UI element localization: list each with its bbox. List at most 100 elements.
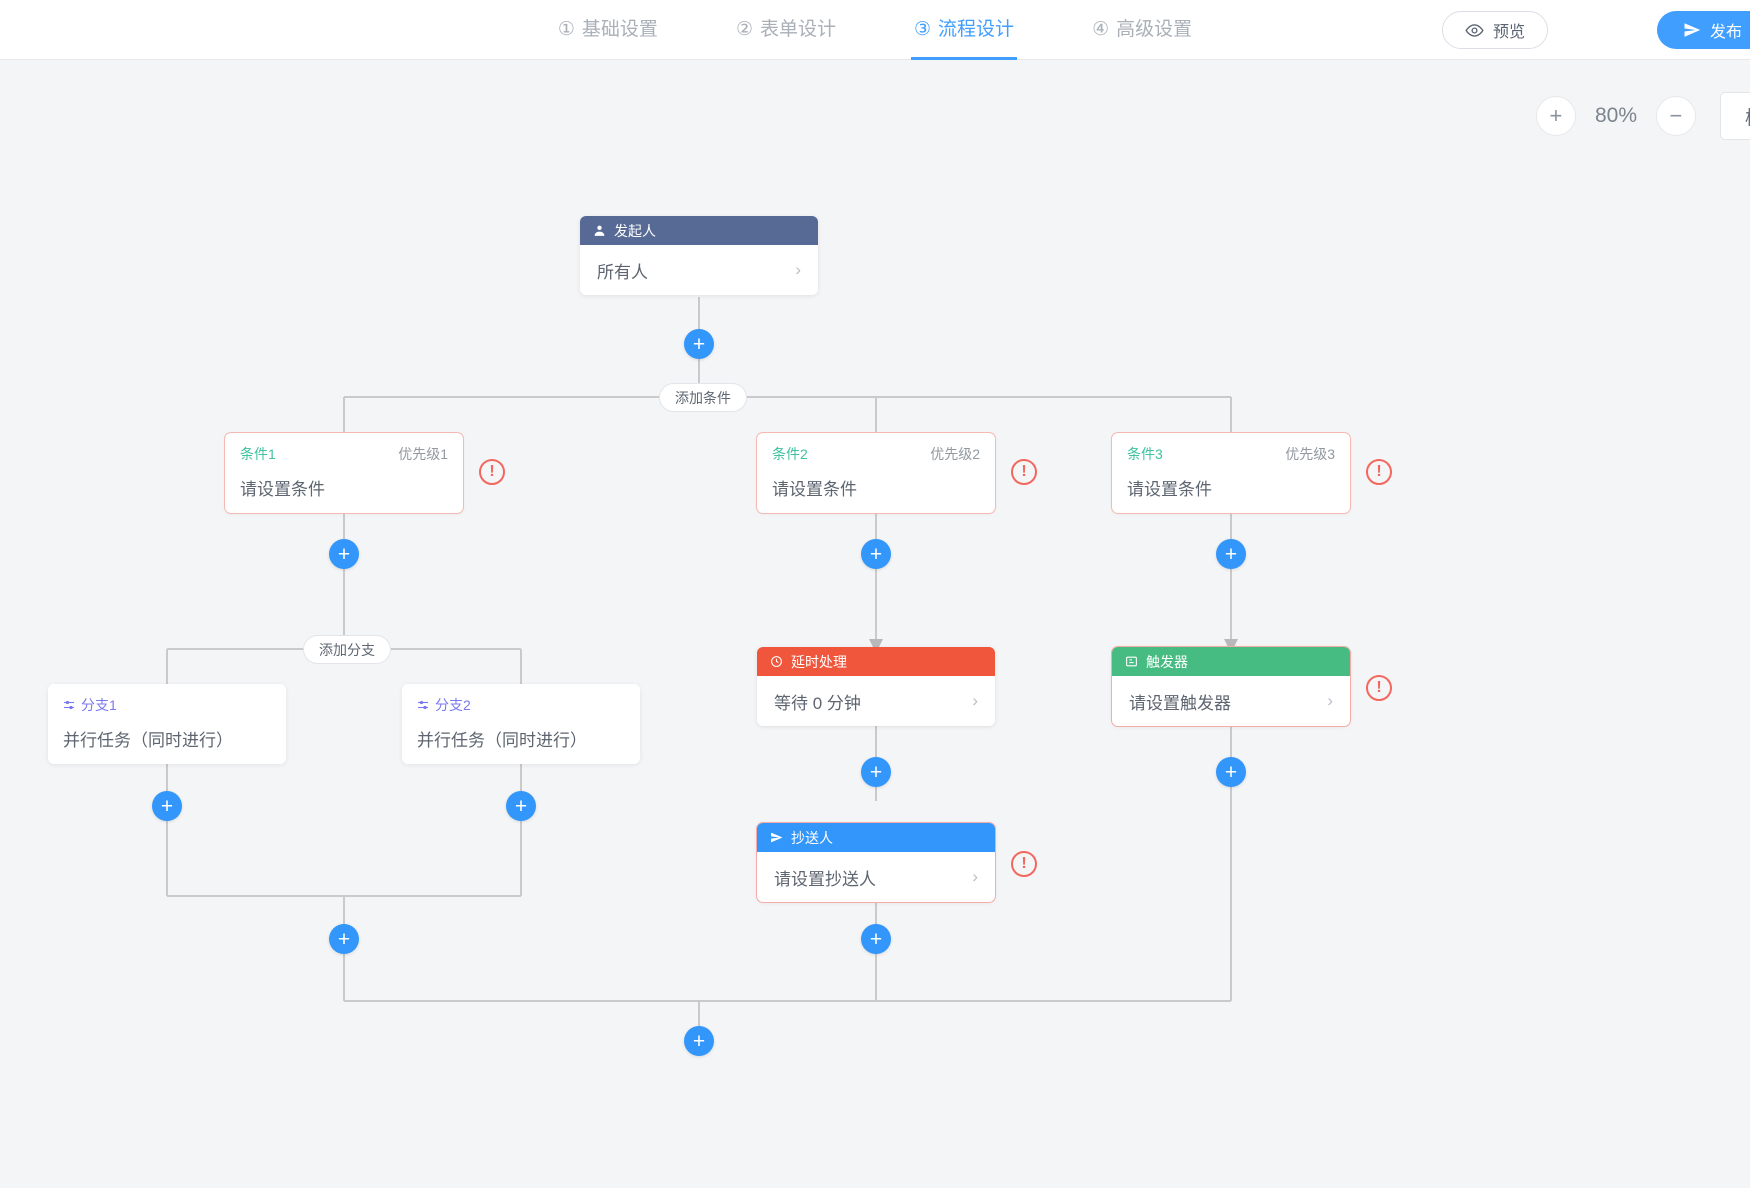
node-trigger-title: 触发器 [1146,653,1188,670]
add-node-after-branch-2-button[interactable]: + [506,791,536,821]
node-initiator-body[interactable]: 所有人 › [580,245,818,295]
arrow-trigger [1224,639,1238,653]
node-cc-body[interactable]: 请设置抄送人 › [757,852,995,902]
cc-warning-icon: ! [1011,851,1037,877]
condition-2-name: 条件2 [772,446,808,462]
branch-2-name: 分支2 [435,697,471,713]
add-node-after-branch-1-button[interactable]: + [152,791,182,821]
tab-basic-settings[interactable]: ① 基础设置 [558,0,658,60]
add-node-after-condition-1-button[interactable]: + [329,539,359,569]
trigger-warning-icon: ! [1366,675,1392,701]
condition-2-body: 请设置条件 [772,480,857,499]
condition-2-priority: 优先级2 [930,446,980,462]
tab-number: ① [557,19,575,40]
add-branch-button[interactable]: 添加分支 [303,635,391,664]
condition-1-priority: 优先级1 [398,446,448,462]
condition-1-name: 条件1 [240,446,276,462]
preview-label: 预览 [1492,24,1525,41]
tab-label: 高级设置 [1116,19,1193,40]
clock-icon [770,655,783,668]
node-delay-body[interactable]: 等待 0 分钟 › [757,676,995,726]
condition-2-warning-icon: ! [1011,459,1037,485]
node-delay-header: 延时处理 [757,647,995,676]
node-cc-value: 请设置抄送人 [774,869,876,889]
node-initiator-title: 发起人 [614,222,656,239]
send-icon [770,831,783,844]
chevron-right-icon: › [795,260,801,279]
tab-number: ④ [1092,19,1110,40]
node-initiator-header: 发起人 [580,216,818,245]
node-cc[interactable]: 抄送人 请设置抄送人 › [757,823,995,902]
node-branch-1[interactable]: 分支1 并行任务（同时进行） [48,684,286,764]
chevron-right-icon: › [972,867,978,886]
add-node-after-delay-button[interactable]: + [861,757,891,787]
zoom-out-button[interactable]: − [1655,96,1696,136]
branch-icon [63,699,75,711]
node-delay-value: 等待 0 分钟 [774,693,861,713]
node-trigger[interactable]: 触发器 请设置触发器 › [1112,647,1350,726]
flow-canvas[interactable]: 发起人 所有人 › + 添加条件 条件1 优先级1 请设置条件 ! 条件2 优先… [0,61,1750,1188]
node-condition-2[interactable]: 条件2 优先级2 请设置条件 [757,433,995,513]
condition-3-header: 条件3 优先级3 [1127,444,1335,464]
node-trigger-value: 请设置触发器 [1129,693,1231,713]
tab-label: 基础设置 [581,19,658,40]
condition-3-body: 请设置条件 [1127,480,1212,499]
node-cc-title: 抄送人 [791,829,833,846]
tab-advanced-settings[interactable]: ④ 高级设置 [1092,0,1192,60]
zoom-level: 80% [1594,104,1637,127]
node-condition-3[interactable]: 条件3 优先级3 请设置条件 [1112,433,1350,513]
condition-1-header: 条件1 优先级1 [240,444,448,464]
node-cc-header: 抄送人 [757,823,995,852]
app-header: ① 基础设置 ② 表单设计 ③ 流程设计 ④ 高级设置 预览 发布 [0,0,1750,60]
zoom-in-button[interactable]: + [1535,96,1576,136]
arrow-delay [869,639,883,653]
zoom-toolbar: + 80% − 校验流程 [1535,92,1750,140]
publish-label: 发布 [1709,24,1742,41]
add-condition-button[interactable]: 添加条件 [659,383,747,412]
tab-number: ③ [914,19,932,40]
tab-label: 流程设计 [938,19,1015,40]
branch-1-header: 分支1 [63,695,271,715]
add-node-after-condition-2-button[interactable]: + [861,539,891,569]
publish-button[interactable]: 发布 [1656,11,1750,49]
branch-2-header: 分支2 [417,695,625,715]
branch-1-body: 并行任务（同时进行） [63,731,233,750]
add-node-after-cc-button[interactable]: + [861,924,891,954]
branch-2-body: 并行任务（同时进行） [417,731,587,750]
node-initiator[interactable]: 发起人 所有人 › [580,216,818,295]
branch-icon [417,699,429,711]
node-trigger-header: 触发器 [1112,647,1350,676]
node-branch-2[interactable]: 分支2 并行任务（同时进行） [402,684,640,764]
step-tabs: ① 基础设置 ② 表单设计 ③ 流程设计 ④ 高级设置 [0,0,1750,60]
tab-number: ② [735,19,753,40]
chevron-right-icon: › [972,691,978,710]
node-condition-1[interactable]: 条件1 优先级1 请设置条件 [225,433,463,513]
condition-3-name: 条件3 [1127,446,1163,462]
trigger-icon [1125,655,1138,668]
node-delay[interactable]: 延时处理 等待 0 分钟 › [757,647,995,726]
node-delay-title: 延时处理 [791,653,847,670]
add-node-after-trigger-button[interactable]: + [1216,757,1246,787]
tab-form-design[interactable]: ② 表单设计 [736,0,836,60]
add-node-end-button[interactable]: + [684,1026,714,1056]
eye-icon [1465,21,1484,40]
tab-process-design[interactable]: ③ 流程设计 [910,0,1018,60]
user-icon [593,224,606,237]
add-node-after-branch-merge-button[interactable]: + [329,924,359,954]
add-node-after-condition-3-button[interactable]: + [1216,539,1246,569]
condition-2-header: 条件2 优先级2 [772,444,980,464]
node-trigger-body[interactable]: 请设置触发器 › [1112,676,1350,726]
branch-1-name: 分支1 [81,697,117,713]
add-node-after-initiator-button[interactable]: + [684,329,714,359]
preview-button[interactable]: 预览 [1441,11,1548,49]
condition-3-warning-icon: ! [1366,459,1392,485]
chevron-right-icon: › [1327,691,1333,710]
condition-1-warning-icon: ! [479,459,505,485]
condition-1-body: 请设置条件 [240,480,325,499]
connector-lines [166,297,1238,1046]
condition-3-priority: 优先级3 [1285,446,1335,462]
send-icon [1683,21,1701,39]
validate-process-button[interactable]: 校验流程 [1719,92,1750,140]
tab-label: 表单设计 [759,19,836,40]
node-initiator-value: 所有人 [597,262,648,282]
